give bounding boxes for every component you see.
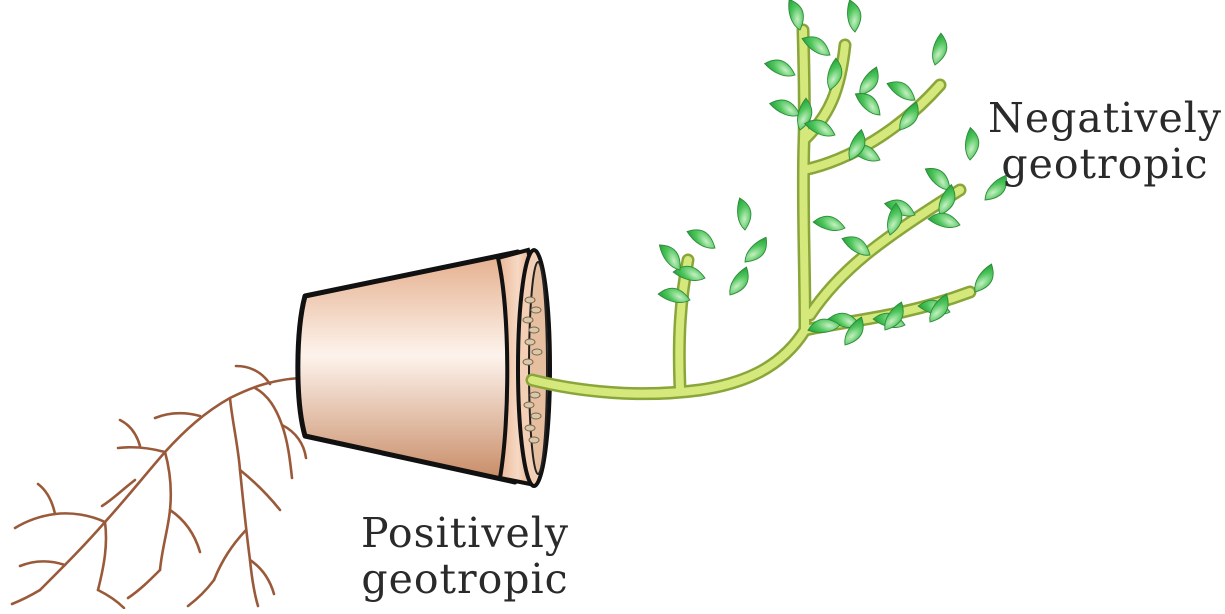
root-branch bbox=[98, 590, 124, 608]
root-branch bbox=[20, 561, 65, 566]
leaf bbox=[764, 53, 797, 84]
root-branch bbox=[38, 484, 55, 514]
leaf bbox=[959, 127, 983, 161]
root-branch bbox=[98, 522, 106, 590]
root-branch bbox=[230, 398, 258, 606]
positively-geotropic-label: Positively geotropic bbox=[350, 510, 580, 602]
leaf bbox=[687, 222, 718, 255]
root-branch bbox=[214, 530, 246, 580]
leaf bbox=[813, 210, 847, 238]
root-branch bbox=[128, 570, 160, 598]
vertical-stem bbox=[803, 30, 805, 330]
label-line: Negatively bbox=[985, 95, 1225, 141]
flower-pot bbox=[298, 250, 550, 486]
root-branch bbox=[12, 590, 40, 604]
root-branch bbox=[236, 366, 270, 384]
leaf bbox=[659, 240, 683, 274]
root-branch bbox=[188, 580, 214, 606]
leaf bbox=[887, 74, 918, 107]
label-line: geotropic bbox=[350, 556, 580, 602]
root-branch bbox=[160, 452, 171, 570]
leaf bbox=[844, 0, 864, 33]
root-branch bbox=[120, 420, 140, 446]
root-branch bbox=[255, 388, 292, 478]
leaf bbox=[853, 67, 886, 98]
label-line: Positively bbox=[350, 510, 580, 556]
label-line: geotropic bbox=[985, 141, 1225, 187]
root-branch bbox=[15, 513, 105, 528]
leaf bbox=[925, 33, 953, 67]
leaf bbox=[723, 267, 756, 298]
root-branch bbox=[240, 470, 280, 510]
leaf bbox=[789, 0, 804, 30]
root-branch bbox=[170, 510, 200, 552]
leaf bbox=[739, 237, 773, 265]
leaf bbox=[734, 198, 754, 231]
root-branch bbox=[118, 447, 165, 452]
pot-body bbox=[298, 252, 518, 482]
negatively-geotropic-label: Negatively geotropic bbox=[985, 95, 1225, 187]
root-branch bbox=[155, 413, 200, 418]
roots bbox=[12, 366, 306, 608]
